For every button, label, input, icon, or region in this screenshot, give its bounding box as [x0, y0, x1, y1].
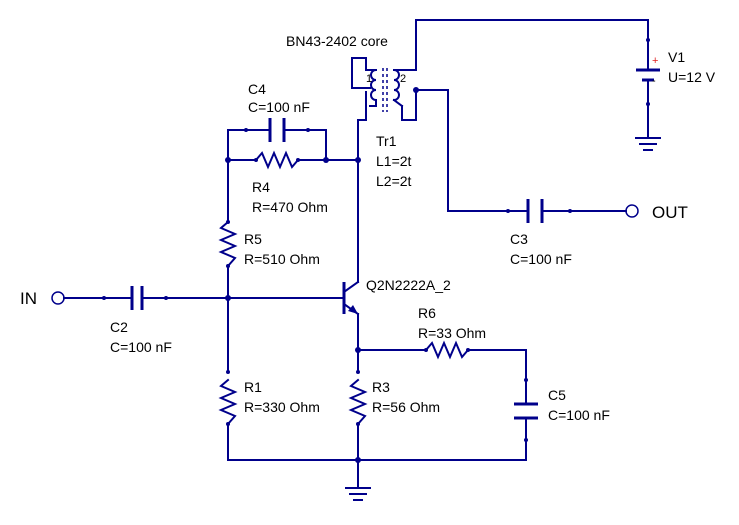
q1-name: Q2N2222A_2 [366, 277, 451, 293]
resistor-r1[interactable] [218, 378, 238, 426]
tr1-l1: L1=2t [376, 153, 412, 169]
resistor-r5[interactable] [218, 220, 238, 268]
v1-plus: + [652, 55, 658, 67]
r6-value: R=33 Ohm [418, 325, 486, 341]
v1-minus: - [652, 75, 656, 87]
r5-name: R5 [244, 231, 262, 247]
ground-icon-supply [635, 137, 661, 151]
input-port[interactable] [51, 291, 65, 305]
output-port[interactable] [625, 204, 639, 218]
r4-value: R=470 Ohm [252, 199, 328, 215]
c5-name: C5 [548, 387, 566, 403]
capacitor-c3[interactable] [526, 199, 544, 223]
tr1-pin2: 2 [400, 73, 406, 85]
c2-name: C2 [110, 319, 128, 335]
tr1-core: BN43-2402 core [286, 33, 388, 49]
r5-value: R=510 Ohm [244, 251, 320, 267]
input-port-label: IN [20, 289, 37, 308]
tr1-pin1: 1 [366, 73, 372, 85]
junctions [102, 38, 650, 463]
capacitor-c4[interactable] [268, 118, 286, 142]
transistor-q1[interactable] [342, 280, 360, 316]
capacitor-c2[interactable] [130, 286, 144, 310]
c4-value: C=100 nF [248, 99, 310, 115]
r1-value: R=330 Ohm [244, 399, 320, 415]
r3-value: R=56 Ohm [372, 399, 440, 415]
r4-name: R4 [252, 179, 270, 195]
c3-name: C3 [510, 231, 528, 247]
c5-value: C=100 nF [548, 407, 610, 423]
output-port-label: OUT [652, 203, 688, 222]
resistor-r6[interactable] [424, 340, 470, 360]
r6-name: R6 [418, 305, 436, 321]
tr1-l2: L2=2t [376, 173, 412, 189]
resistor-r3[interactable] [348, 378, 368, 426]
r1-name: R1 [244, 379, 262, 395]
resistor-r4[interactable] [254, 150, 300, 170]
battery-v1[interactable] [636, 57, 660, 89]
transformer-tr1[interactable] [365, 68, 417, 112]
wires [63, 19, 649, 487]
c4-name: C4 [248, 81, 266, 97]
v1-value: U=12 V [668, 69, 716, 85]
capacitor-c5[interactable] [514, 402, 538, 420]
r3-name: R3 [372, 379, 390, 395]
ground-icon-main [345, 487, 371, 501]
c2-value: C=100 nF [110, 339, 172, 355]
tr1-name: Tr1 [376, 133, 397, 149]
c3-value: C=100 nF [510, 251, 572, 267]
v1-name: V1 [668, 49, 685, 65]
